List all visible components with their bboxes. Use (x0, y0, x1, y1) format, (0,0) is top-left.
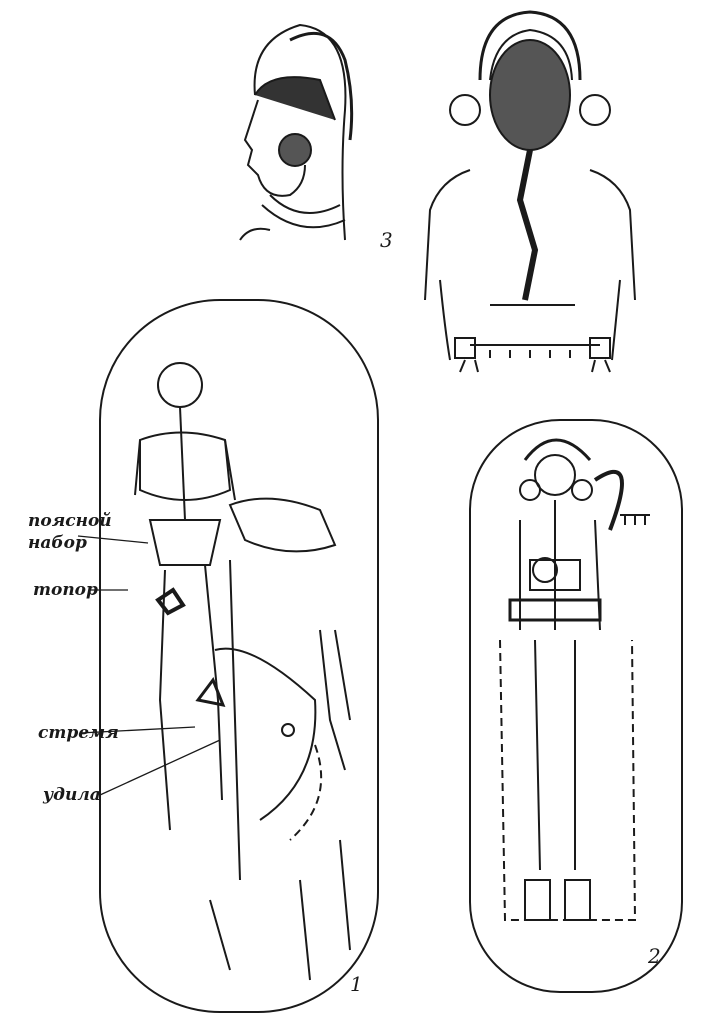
label-belt-set-line2: набор (28, 533, 87, 553)
back-view-reconstruction (424, 10, 636, 373)
female-skeleton-burial-2 (499, 438, 650, 921)
label-axe: топор (33, 580, 98, 600)
leader-stirrup (79, 726, 196, 734)
label-belt-set-line1: поясной (28, 511, 112, 531)
leader-lines (77, 535, 221, 796)
leader-belt-set (77, 535, 149, 544)
figure-number-1: 1 (350, 972, 363, 996)
figure-number-2: 2 (648, 944, 661, 968)
figure-number-3: 3 (380, 228, 393, 252)
human-skeleton-burial-1 (134, 362, 236, 831)
leader-bit (99, 739, 221, 796)
burial-pit-2-outline (469, 419, 683, 993)
label-bit: удила (43, 785, 101, 805)
burial-pit-1-outline (99, 299, 379, 1013)
horse-skeleton-burial-1 (195, 497, 351, 981)
head-profile-reconstruction (239, 23, 354, 241)
label-stirrup: стремя (38, 723, 119, 743)
